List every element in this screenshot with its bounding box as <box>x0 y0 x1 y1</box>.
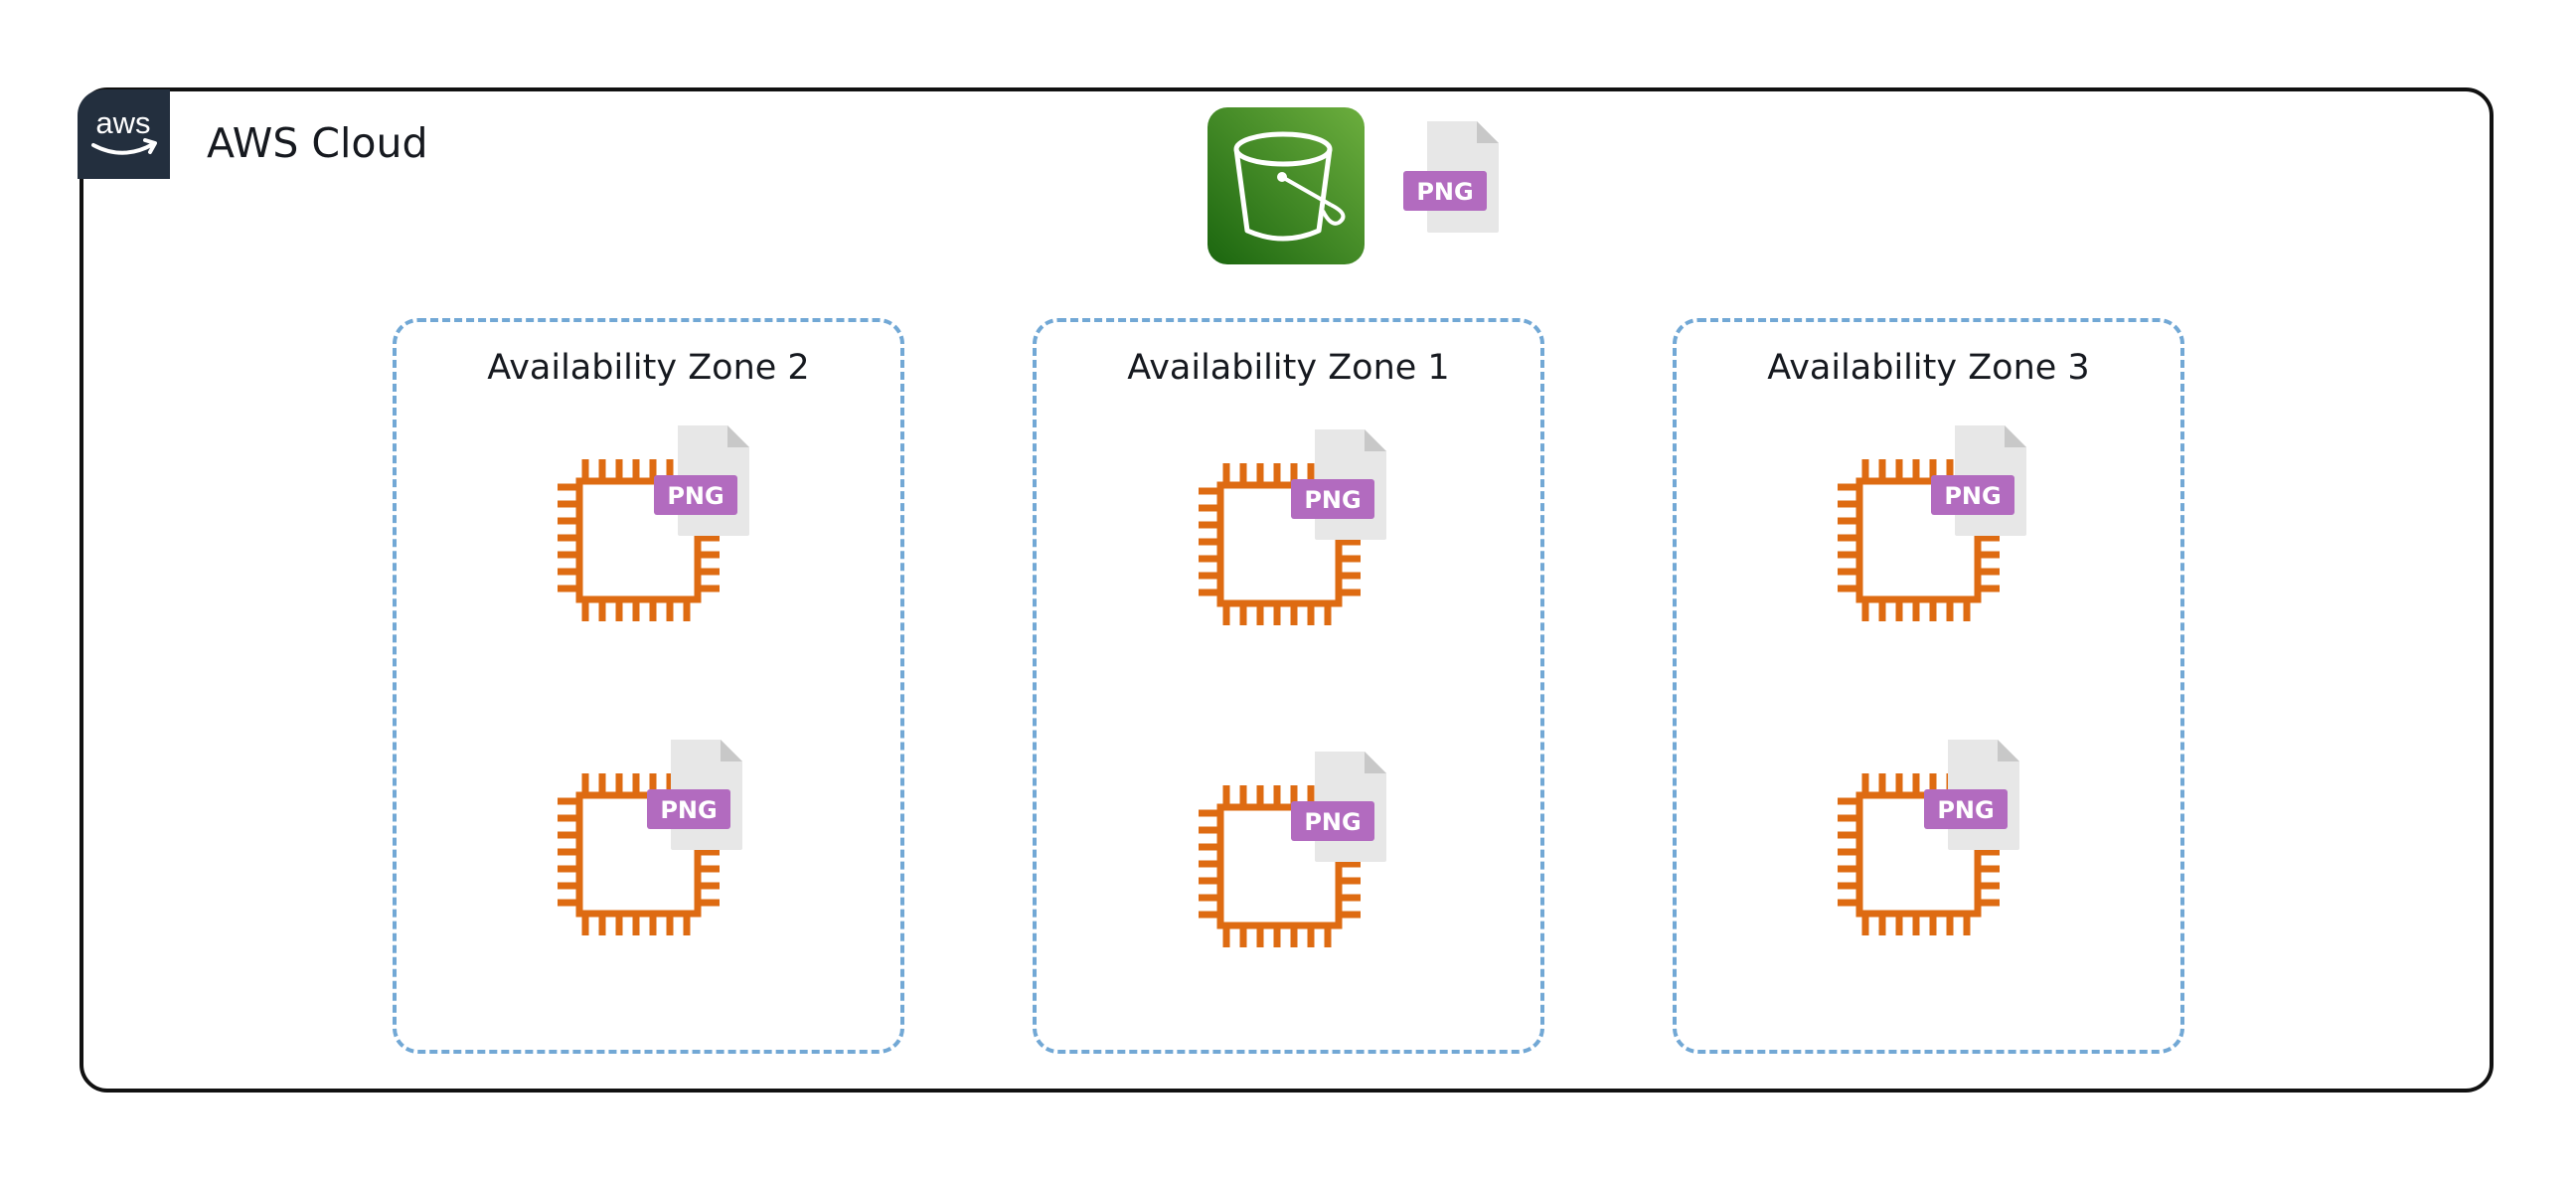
png-file-label: PNG <box>660 796 717 824</box>
png-file-icon: PNG <box>1929 423 2028 538</box>
aws-logo-icon: aws <box>78 89 170 179</box>
png-file-label: PNG <box>1304 486 1361 514</box>
zone-label-3: Availability Zone 3 <box>1767 348 2090 388</box>
availability-zone-1 <box>1033 318 1544 1054</box>
png-file-label: PNG <box>1944 482 2001 510</box>
aws-cloud-group <box>80 87 2494 1093</box>
ec2-instance-icon <box>1832 453 2006 627</box>
ec2-instance-icon <box>552 767 725 941</box>
png-file-icon: PNG <box>652 423 751 538</box>
s3-bucket-icon <box>1208 107 1365 264</box>
availability-zone-3 <box>1673 318 2184 1054</box>
zone-label-1: Availability Zone 1 <box>1127 348 1450 388</box>
png-file-icon: PNG <box>1289 750 1388 864</box>
png-file-icon: PNG <box>645 738 744 852</box>
zone-label-2: Availability Zone 2 <box>487 348 810 388</box>
aws-logo-text: aws <box>95 105 150 140</box>
png-file-label: PNG <box>1304 808 1361 836</box>
availability-zone-2 <box>393 318 904 1054</box>
png-file-label: PNG <box>1937 796 1994 824</box>
png-file-icon: PNG <box>1922 738 2021 852</box>
png-file-icon: PNG <box>1289 427 1388 542</box>
png-file-label: PNG <box>1416 178 1473 206</box>
ec2-instance-icon <box>1832 767 2006 941</box>
png-file-label: PNG <box>667 482 724 510</box>
png-file-icon: PNG <box>1401 119 1501 235</box>
cloud-title: AWS Cloud <box>207 119 428 167</box>
